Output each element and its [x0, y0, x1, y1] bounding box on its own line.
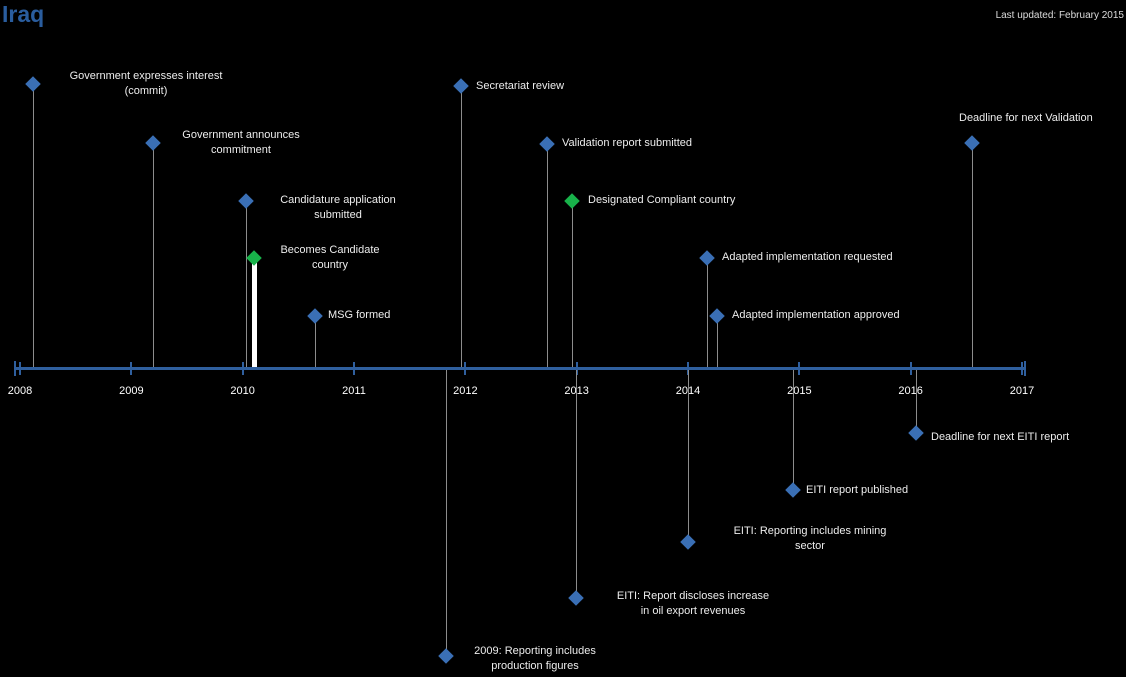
event-stem-becomes-candidate-country — [252, 258, 257, 367]
event-stem-eiti-reporting-includes-mining-sector — [688, 370, 689, 542]
event-label-eiti-reporting-includes-mining-sector: EITI: Reporting includes mining sector — [733, 525, 887, 552]
event-label-adapted-implementation-requested: Adapted implementation requested — [722, 251, 893, 263]
axis-tick-2014 — [687, 362, 689, 375]
event-marker-eiti-report-published[interactable] — [785, 482, 801, 498]
axis-tick-2009 — [130, 362, 133, 375]
axis-tick-2013 — [575, 362, 578, 375]
event-stem-government-expresses-interest — [33, 84, 34, 367]
axis-end-cap — [1024, 361, 1026, 376]
event-label-eiti-report-published: EITI report published — [806, 484, 909, 496]
event-label-deadline-next-eiti-report: Deadline for next EITI report — [931, 431, 1070, 443]
event-stem-designated-compliant-country — [572, 201, 573, 367]
axis-tick-label-2009: 2009 — [119, 385, 144, 397]
event-label-adapted-implementation-approved: Adapted implementation approved — [732, 309, 900, 321]
axis-tick-2008 — [19, 362, 21, 375]
event-label-designated-compliant-country: Designated Compliant country — [588, 194, 736, 206]
event-label-msg-formed: MSG formed — [328, 309, 391, 321]
event-stem-msg-formed — [315, 316, 316, 367]
event-label-secretariat-review: Secretariat review — [476, 80, 565, 92]
event-label-candidature-application-submitted: Candidature application submitted — [280, 194, 396, 221]
event-stem-adapted-implementation-requested — [707, 258, 708, 367]
event-marker-government-expresses-interest[interactable] — [25, 76, 41, 92]
event-label-becomes-candidate-country: Becomes Candidate country — [280, 244, 380, 271]
event-marker-adapted-implementation-approved[interactable] — [709, 308, 725, 324]
event-marker-candidature-application-submitted[interactable] — [238, 193, 254, 209]
event-marker-eiti-reporting-includes-mining-sector[interactable] — [680, 534, 696, 550]
event-marker-validation-report-submitted[interactable] — [539, 136, 555, 152]
event-stem-government-announces-commitment — [153, 143, 154, 367]
event-marker-eiti-2009-reporting-includes-production-figures[interactable] — [438, 648, 454, 664]
event-stem-eiti-report-published — [793, 370, 794, 490]
event-marker-eiti-report-discloses-increase-oil-export-revenues[interactable] — [568, 590, 584, 606]
page-title: Iraq — [2, 1, 45, 27]
timeline-axis — [14, 367, 1026, 370]
axis-tick-label-2017: 2017 — [1009, 385, 1035, 397]
event-label-government-announces-commitment: Government announces commitment — [182, 129, 300, 156]
axis-tick-label-2008: 2008 — [7, 385, 33, 397]
axis-tick-label-2010: 2010 — [230, 385, 255, 397]
event-label-eiti-report-discloses-increase-oil-export-revenues: EITI: Report discloses increase in oil e… — [616, 590, 770, 617]
event-label-eiti-2009-reporting-includes-production-figures: 2009: Reporting includes production figu… — [474, 645, 596, 672]
axis-tick-2016 — [909, 362, 912, 375]
last-updated-label: Last updated: February 2015 — [995, 10, 1124, 21]
event-marker-deadline-next-validation[interactable] — [964, 135, 980, 151]
axis-tick-2011 — [353, 362, 355, 375]
event-label-government-expresses-interest: Government expresses interest (commit) — [69, 70, 223, 97]
event-marker-deadline-next-eiti-report[interactable] — [908, 425, 924, 441]
event-label-validation-report-submitted: Validation report submitted — [562, 137, 693, 149]
event-stem-deadline-next-validation — [972, 143, 973, 367]
event-stem-candidature-application-submitted — [246, 201, 247, 367]
event-stem-deadline-next-eiti-report — [916, 370, 917, 433]
event-marker-designated-compliant-country[interactable] — [564, 193, 580, 209]
event-stem-secretariat-review — [461, 86, 462, 367]
event-stem-eiti-report-discloses-increase-oil-export-revenues — [576, 370, 577, 598]
event-marker-becomes-candidate-country[interactable] — [246, 250, 262, 266]
axis-tick-2012 — [464, 362, 467, 375]
event-stem-eiti-2009-reporting-includes-production-figures — [446, 370, 447, 656]
event-marker-government-announces-commitment[interactable] — [145, 135, 161, 151]
axis-tick-label-2016: 2016 — [898, 385, 923, 397]
axis-start-cap — [14, 361, 16, 376]
event-marker-msg-formed[interactable] — [307, 308, 323, 324]
event-stem-validation-report-submitted — [547, 144, 548, 367]
axis-tick-2015 — [798, 362, 801, 375]
event-marker-secretariat-review[interactable] — [453, 78, 469, 94]
axis-tick-label-2012: 2012 — [453, 385, 478, 397]
event-marker-adapted-implementation-requested[interactable] — [699, 250, 715, 266]
axis-tick-2010 — [241, 362, 244, 375]
event-stem-adapted-implementation-approved — [717, 316, 718, 367]
event-label-deadline-next-validation: Deadline for next Validation — [959, 112, 1093, 124]
axis-tick-2017 — [1021, 362, 1023, 375]
axis-tick-label-2015: 2015 — [787, 385, 812, 397]
axis-tick-label-2011: 2011 — [342, 385, 366, 397]
